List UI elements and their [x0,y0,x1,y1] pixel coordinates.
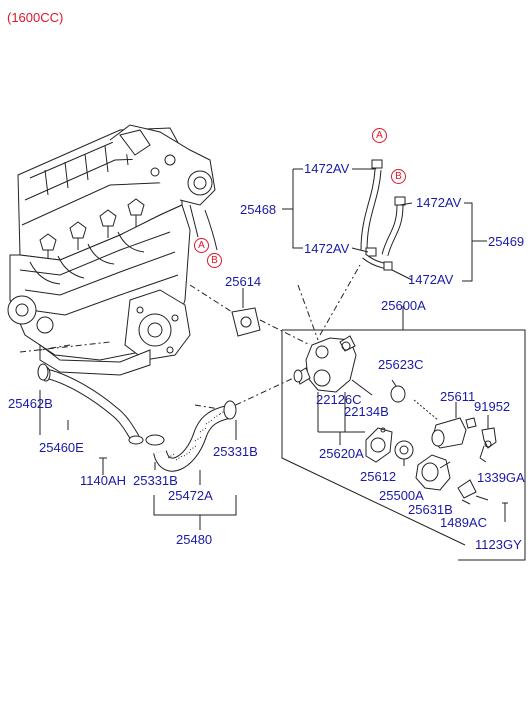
leader-lines [19,168,526,561]
part-label-25631b[interactable]: 25631B [408,502,453,517]
hose-25469-drawing [381,196,406,256]
callout-marker-b-engine[interactable]: B [207,253,222,268]
sensor-bracket-drawing [413,399,497,463]
part-label-25460e[interactable]: 25460E [39,440,84,455]
part-label-25480[interactable]: 25480 [176,532,213,547]
part-label-1339ga[interactable]: 1339GA [477,470,525,485]
part-label-25331b[interactable]: 25331B [133,473,178,488]
part-label-25469[interactable]: 25469 [488,234,525,249]
part-label-25500a[interactable]: 25500A [379,488,424,503]
lower-hose-drawing [37,363,237,530]
part-label-1472av[interactable]: 1472AV [408,272,454,287]
part-label-1472av[interactable]: 1472AV [416,195,462,210]
part-label-1489ac[interactable]: 1489AC [440,515,487,530]
part-label-25623c[interactable]: 25623C [378,357,424,372]
part-label-25614[interactable]: 25614 [225,274,262,289]
part-label-1472av[interactable]: 1472AV [304,241,350,256]
part-label-1472av[interactable]: 1472AV [304,161,350,176]
part-label-25468[interactable]: 25468 [240,202,277,217]
callout-marker-a-hose[interactable]: A [372,128,387,143]
part-label-22126c[interactable]: 22126C [316,392,362,407]
hose-25468-drawing [360,159,393,271]
part-label-91952[interactable]: 91952 [474,399,511,414]
part-label-25331b[interactable]: 25331B [213,444,258,459]
part-label-25462b[interactable]: 25462B [8,396,53,411]
part-label-25472a[interactable]: 25472A [168,488,213,503]
gasket-25612-drawing [365,427,393,463]
part-label-25620a[interactable]: 25620A [319,446,364,461]
part-label-25611[interactable]: 25611 [440,389,476,404]
part-label-22134b[interactable]: 22134B [344,404,389,419]
callout-marker-a-engine[interactable]: A [194,238,209,253]
callout-marker-b-hose[interactable]: B [391,169,406,184]
engine-assembly-drawing [7,124,218,376]
part-label-1140ah[interactable]: 1140AH [80,473,127,488]
part-label-25600a[interactable]: 25600A [381,298,426,313]
part-label-1123gy[interactable]: 1123GY [475,537,522,552]
engine-variant-title: (1600CC) [7,10,64,25]
thermostat-housing-drawing [293,335,406,445]
part-label-25612[interactable]: 25612 [360,469,397,484]
thermostat-drawing [394,440,508,522]
